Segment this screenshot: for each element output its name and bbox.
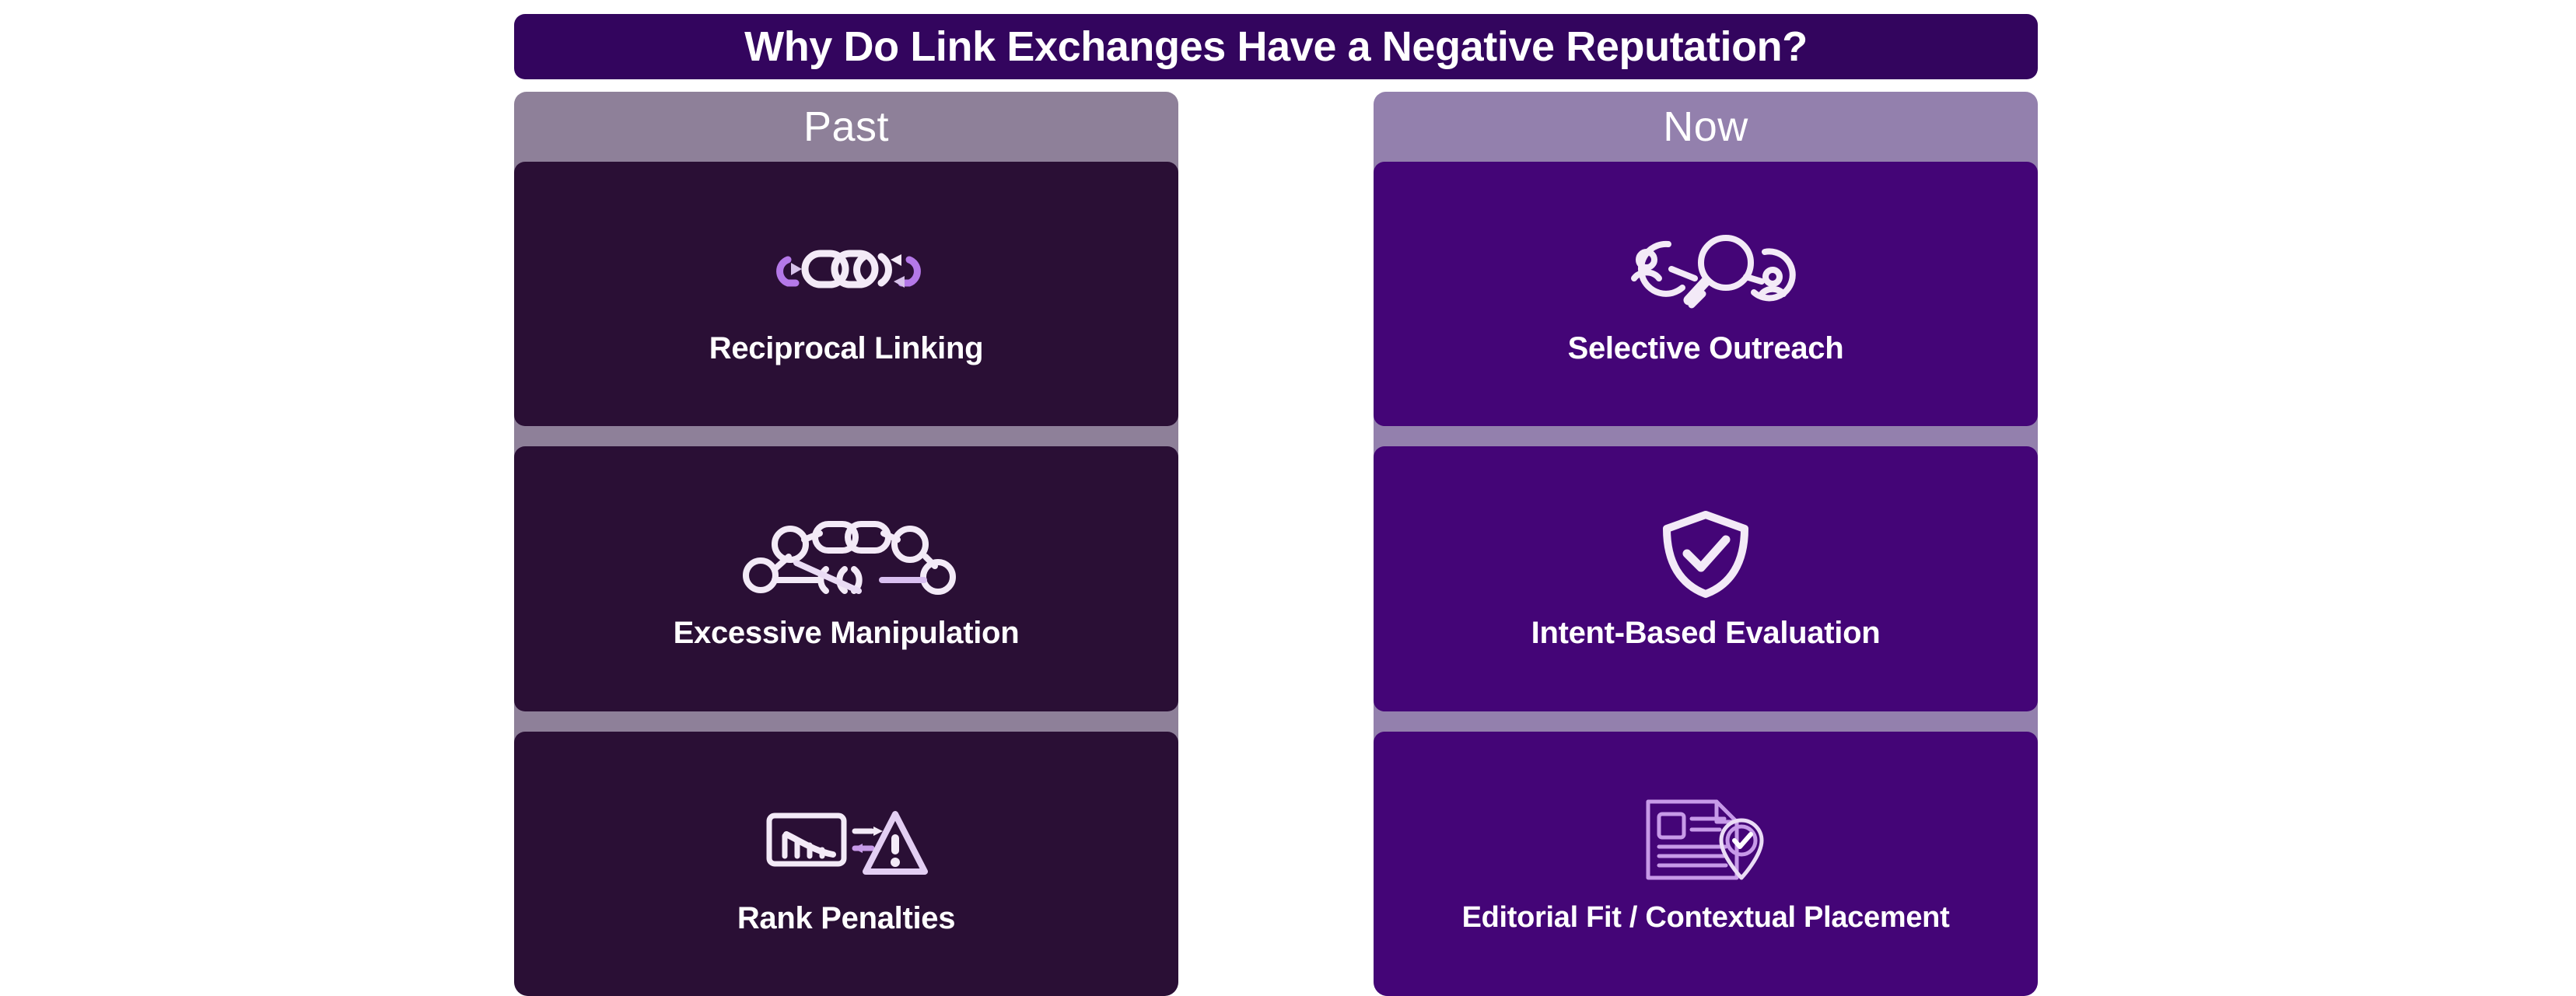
card-rank-penalties[interactable]: Rank Penalties (514, 731, 1178, 996)
document-location-check-icon (1640, 788, 1771, 891)
card-label-editorial-fit: Editorial Fit / Contextual Placement (1461, 900, 1950, 934)
page-title: Why Do Link Exchanges Have a Negative Re… (744, 23, 1808, 70)
column-header-now: Now (1374, 92, 2038, 162)
card-label-reciprocal-linking: Reciprocal Linking (709, 331, 984, 366)
declining-chart-monitor-warning-icon (765, 788, 928, 890)
comparison-columns: Past (0, 92, 2576, 996)
card-label-intent-based-evaluation: Intent-Based Evaluation (1531, 616, 1881, 651)
column-header-past-label: Past (803, 103, 890, 150)
card-label-selective-outreach: Selective Outreach (1567, 331, 1844, 366)
people-magnifier-icon (1612, 218, 1799, 320)
column-header-now-label: Now (1663, 103, 1748, 150)
column-now: Now (1374, 92, 2038, 996)
column-header-past: Past (514, 92, 1178, 162)
two-way-chain-links-icon (757, 218, 936, 320)
tangled-chain-network-icon (730, 502, 963, 605)
card-intent-based-evaluation[interactable]: Intent-Based Evaluation (1374, 446, 2038, 711)
card-editorial-fit[interactable]: Editorial Fit / Contextual Placement (1374, 731, 2038, 996)
column-now-cards: Selective Outreach Intent-Based Evaluati… (1374, 162, 2038, 996)
column-past-cards: Reciprocal Linking (514, 162, 1178, 996)
card-label-excessive-manipulation: Excessive Manipulation (673, 616, 1020, 651)
card-reciprocal-linking[interactable]: Reciprocal Linking (514, 162, 1178, 427)
card-label-rank-penalties: Rank Penalties (737, 900, 956, 935)
title-banner: Why Do Link Exchanges Have a Negative Re… (514, 14, 2038, 79)
card-selective-outreach[interactable]: Selective Outreach (1374, 162, 2038, 427)
card-excessive-manipulation[interactable]: Excessive Manipulation (514, 446, 1178, 711)
shield-check-icon (1659, 502, 1752, 605)
column-past: Past (514, 92, 1178, 996)
